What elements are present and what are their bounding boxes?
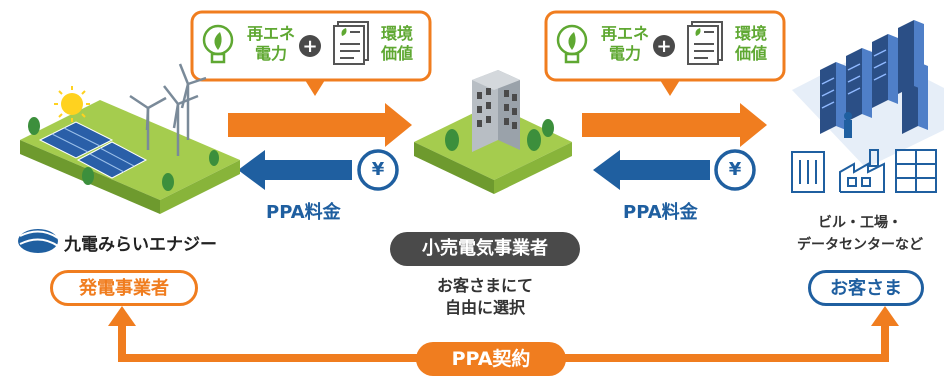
ppa-fee-label: PPA料金 bbox=[266, 202, 341, 223]
power-flow-arrow-2 bbox=[582, 103, 767, 147]
kyuden-logo-icon bbox=[18, 229, 59, 253]
wind-turbine-icon bbox=[178, 63, 207, 140]
certificate-document-icon bbox=[687, 21, 723, 65]
yen-symbol: ¥ bbox=[728, 159, 742, 180]
ppa-contract-badge: PPA契約 bbox=[416, 342, 566, 376]
plus-icon bbox=[299, 35, 321, 57]
certificate-document-icon bbox=[333, 21, 369, 65]
bubble-environment-label: 環境 価値 bbox=[380, 24, 413, 63]
yen-coin-icon bbox=[357, 149, 399, 191]
retailer-role-badge: 小売電気事業者 bbox=[390, 232, 580, 266]
solar-panel-icon bbox=[38, 121, 114, 159]
data-center-illustration bbox=[792, 20, 944, 168]
power-flow-arrow-1 bbox=[228, 103, 412, 147]
yen-coin-icon bbox=[714, 149, 756, 191]
factory-icon bbox=[839, 149, 885, 193]
generator-company-name: 九電みらいエナジー bbox=[64, 235, 217, 255]
yen-symbol: ¥ bbox=[371, 159, 385, 180]
customer-role-badge: お客さま bbox=[808, 270, 924, 306]
ppa-fee-label: PPA料金 bbox=[623, 202, 698, 223]
plus-symbol: + bbox=[302, 36, 318, 57]
retailer-note: お客さまにて 自由に選択 bbox=[436, 276, 533, 317]
payment-flow-arrow-1 bbox=[238, 150, 352, 190]
generator-role-badge: 発電事業者 bbox=[50, 270, 198, 306]
leaf-bulb-icon bbox=[202, 24, 234, 64]
customer-types: ビル・工場・ データセンターなど bbox=[797, 215, 923, 253]
bubble-electricity-label: 再エネ 電力 bbox=[600, 24, 649, 63]
solar-wind-farm-illustration bbox=[20, 63, 240, 214]
wind-turbine-icon bbox=[129, 94, 167, 150]
bubble-environment-label: 環境 価値 bbox=[734, 24, 767, 63]
plus-symbol: + bbox=[656, 36, 672, 57]
plus-icon bbox=[653, 35, 675, 57]
leaf-bulb-icon bbox=[556, 24, 588, 64]
office-building-icon bbox=[791, 151, 825, 193]
sun-icon bbox=[61, 93, 83, 115]
retailer-building-illustration bbox=[414, 70, 572, 194]
payment-flow-arrow-2 bbox=[593, 150, 710, 190]
data-center-building-icon bbox=[895, 149, 937, 193]
bubble-electricity-label: 再エネ 電力 bbox=[246, 24, 295, 63]
